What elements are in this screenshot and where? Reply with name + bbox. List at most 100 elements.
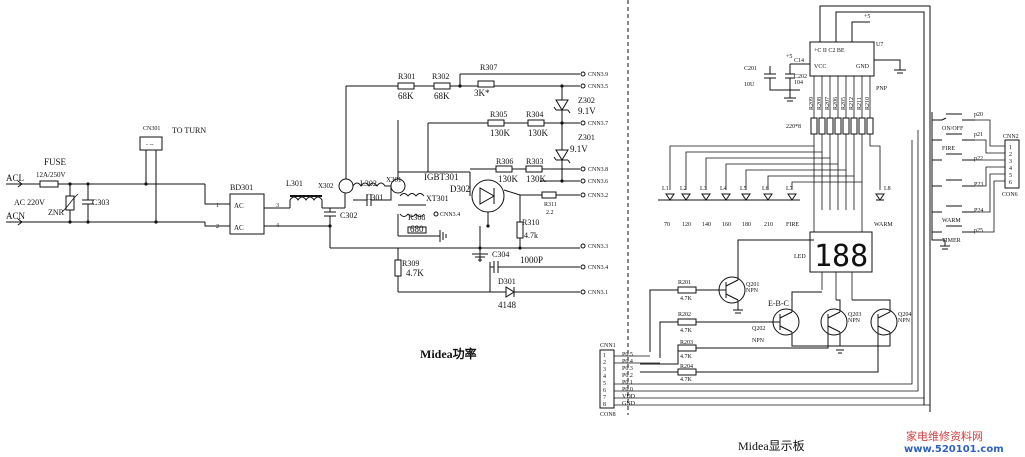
- l302-label: L302: [360, 179, 377, 188]
- svg-text:L4: L4: [720, 186, 727, 192]
- watermark: 家电维修资料网 www.520101.com: [904, 429, 1004, 455]
- svg-text:9.1V: 9.1V: [570, 144, 588, 154]
- svg-text:CNN3.1: CNN3.1: [588, 290, 608, 296]
- svg-text:CNN3.7: CNN3.7: [588, 121, 608, 127]
- svg-text:Q201: Q201: [746, 282, 759, 288]
- power-board-caption: Midea功率: [420, 346, 477, 361]
- svg-text:CNN2: CNN2: [1003, 134, 1019, 140]
- svg-text:R308: R308: [408, 213, 425, 222]
- svg-text:E-B-C: E-B-C: [768, 299, 789, 308]
- svg-text:NPN: NPN: [848, 318, 861, 324]
- svg-text:L2: L2: [680, 186, 687, 192]
- svg-text:104: 104: [794, 80, 803, 86]
- svg-text:R310: R310: [522, 218, 539, 227]
- svg-text:CNN3.5: CNN3.5: [588, 84, 608, 90]
- svg-text:R306: R306: [496, 157, 513, 166]
- svg-text:L3: L3: [700, 186, 707, 192]
- d302-label: D302: [450, 184, 470, 194]
- svg-text:VCC: VCC: [814, 64, 826, 70]
- svg-text:P23: P23: [974, 182, 983, 188]
- display-board-caption: Midea显示板: [738, 439, 805, 453]
- svg-text:Z301: Z301: [578, 133, 595, 142]
- led-row: L1 L2 L3 L4 L5 L6 L7 L8 70 120 140 160 1…: [658, 186, 893, 228]
- power-board: ACL ACN AC 220V FUSE 12A/250V ZNR C303 C…: [6, 63, 608, 361]
- svg-text:P24: P24: [974, 208, 983, 214]
- svg-text:CON6: CON6: [1002, 192, 1018, 198]
- svg-text:R303: R303: [526, 157, 543, 166]
- svg-text:NPN: NPN: [752, 338, 765, 344]
- svg-text:Q202: Q202: [752, 326, 765, 332]
- cn301-connector: [139, 136, 163, 151]
- fuse-label: FUSE: [44, 157, 67, 167]
- svg-text:68K: 68K: [434, 91, 450, 101]
- svg-text:CNN3.4: CNN3.4: [588, 265, 608, 271]
- key-p24: P24 WARM: [932, 205, 983, 224]
- svg-text:4148: 4148: [498, 300, 517, 310]
- svg-text:p25: p25: [974, 228, 983, 234]
- svg-text:AC: AC: [234, 202, 244, 210]
- svg-text:P0.0: P0.0: [622, 387, 633, 393]
- svg-text:5: 5: [603, 381, 606, 387]
- svg-text:VDD: VDD: [622, 394, 636, 400]
- svg-text:70: 70: [664, 222, 670, 228]
- svg-text:1: 1: [603, 353, 606, 359]
- svg-text:ON/OFF: ON/OFF: [942, 126, 964, 132]
- svg-text:188: 188: [814, 239, 868, 274]
- seven-segment-display: LED 188: [794, 210, 873, 300]
- seg-display-box: [809, 231, 873, 273]
- svg-text:L5: L5: [740, 186, 747, 192]
- svg-text:L8: L8: [884, 186, 891, 192]
- svg-text:120: 120: [682, 222, 691, 228]
- svg-text:Z302: Z302: [578, 96, 595, 105]
- key-p25: p25 TIMER: [932, 225, 983, 244]
- svg-text:4.7K: 4.7K: [680, 377, 693, 383]
- svg-text:R201: R201: [678, 280, 691, 286]
- svg-text:CNN3.2: CNN3.2: [588, 193, 608, 199]
- svg-text:R305: R305: [490, 110, 507, 119]
- svg-text:130K: 130K: [528, 128, 549, 138]
- svg-text:R301: R301: [398, 72, 415, 81]
- igbt301-transistor: [471, 179, 505, 213]
- svg-text:3: 3: [276, 203, 279, 209]
- svg-text:p21: p21: [974, 132, 983, 138]
- x302-label: X302: [318, 182, 334, 190]
- svg-text:R210: R210: [865, 97, 871, 110]
- svg-text:R307: R307: [480, 63, 497, 72]
- svg-text:3: 3: [603, 367, 606, 373]
- svg-text:NPN: NPN: [746, 288, 759, 294]
- svg-text:R204: R204: [680, 364, 693, 370]
- acl-label: ACL: [6, 173, 24, 183]
- svg-text:6: 6: [603, 388, 606, 394]
- bd301-bridge: [229, 193, 265, 235]
- key-p22: p22: [932, 153, 983, 162]
- svg-text:D301: D301: [498, 277, 516, 286]
- key-p20: p20 ON/OFF: [932, 112, 983, 132]
- svg-text:+5: +5: [864, 14, 870, 20]
- svg-text:p20: p20: [974, 112, 983, 118]
- l301-label: L301: [286, 179, 303, 188]
- power-connectors: CNN3.9 CNN3.5 CNN3.7 CNN3.8 CNN3.6 CNN3.…: [433, 71, 608, 296]
- chip-outputs: R209 R208 R207 R206 R205 R212 R211 R210: [809, 76, 871, 118]
- svg-text:p22: p22: [974, 156, 983, 162]
- cn301-label: CN301: [143, 126, 160, 132]
- svg-text:PNP: PNP: [876, 86, 888, 92]
- svg-text:4.7K: 4.7K: [680, 328, 693, 334]
- cnn2-connector: CNN2 1 2 3 4 5 6 CON6: [1002, 134, 1020, 198]
- coil-terminal-left: [338, 178, 354, 194]
- svg-text:680: 680: [410, 224, 424, 234]
- svg-text:CNN1: CNN1: [600, 343, 616, 349]
- svg-text:7: 7: [603, 395, 606, 401]
- c303-label: C303: [92, 198, 109, 207]
- svg-text:R304: R304: [526, 110, 543, 119]
- svg-text:4.7k: 4.7k: [524, 231, 538, 240]
- svg-text:4.7K: 4.7K: [680, 354, 693, 360]
- svg-text:L6: L6: [762, 186, 769, 192]
- svg-text:CNN3.6: CNN3.6: [588, 179, 608, 185]
- svg-text:P0.4: P0.4: [622, 359, 633, 365]
- key-switches: p20 ON/OFF p21 FIRE p22 P23 P24 WARM: [931, 112, 1005, 250]
- svg-text:FIRE: FIRE: [942, 146, 955, 152]
- znr-label: ZNR: [48, 208, 65, 217]
- svg-text:180: 180: [742, 222, 751, 228]
- svg-text:1000P: 1000P: [520, 255, 543, 265]
- svg-text:GND: GND: [856, 64, 870, 70]
